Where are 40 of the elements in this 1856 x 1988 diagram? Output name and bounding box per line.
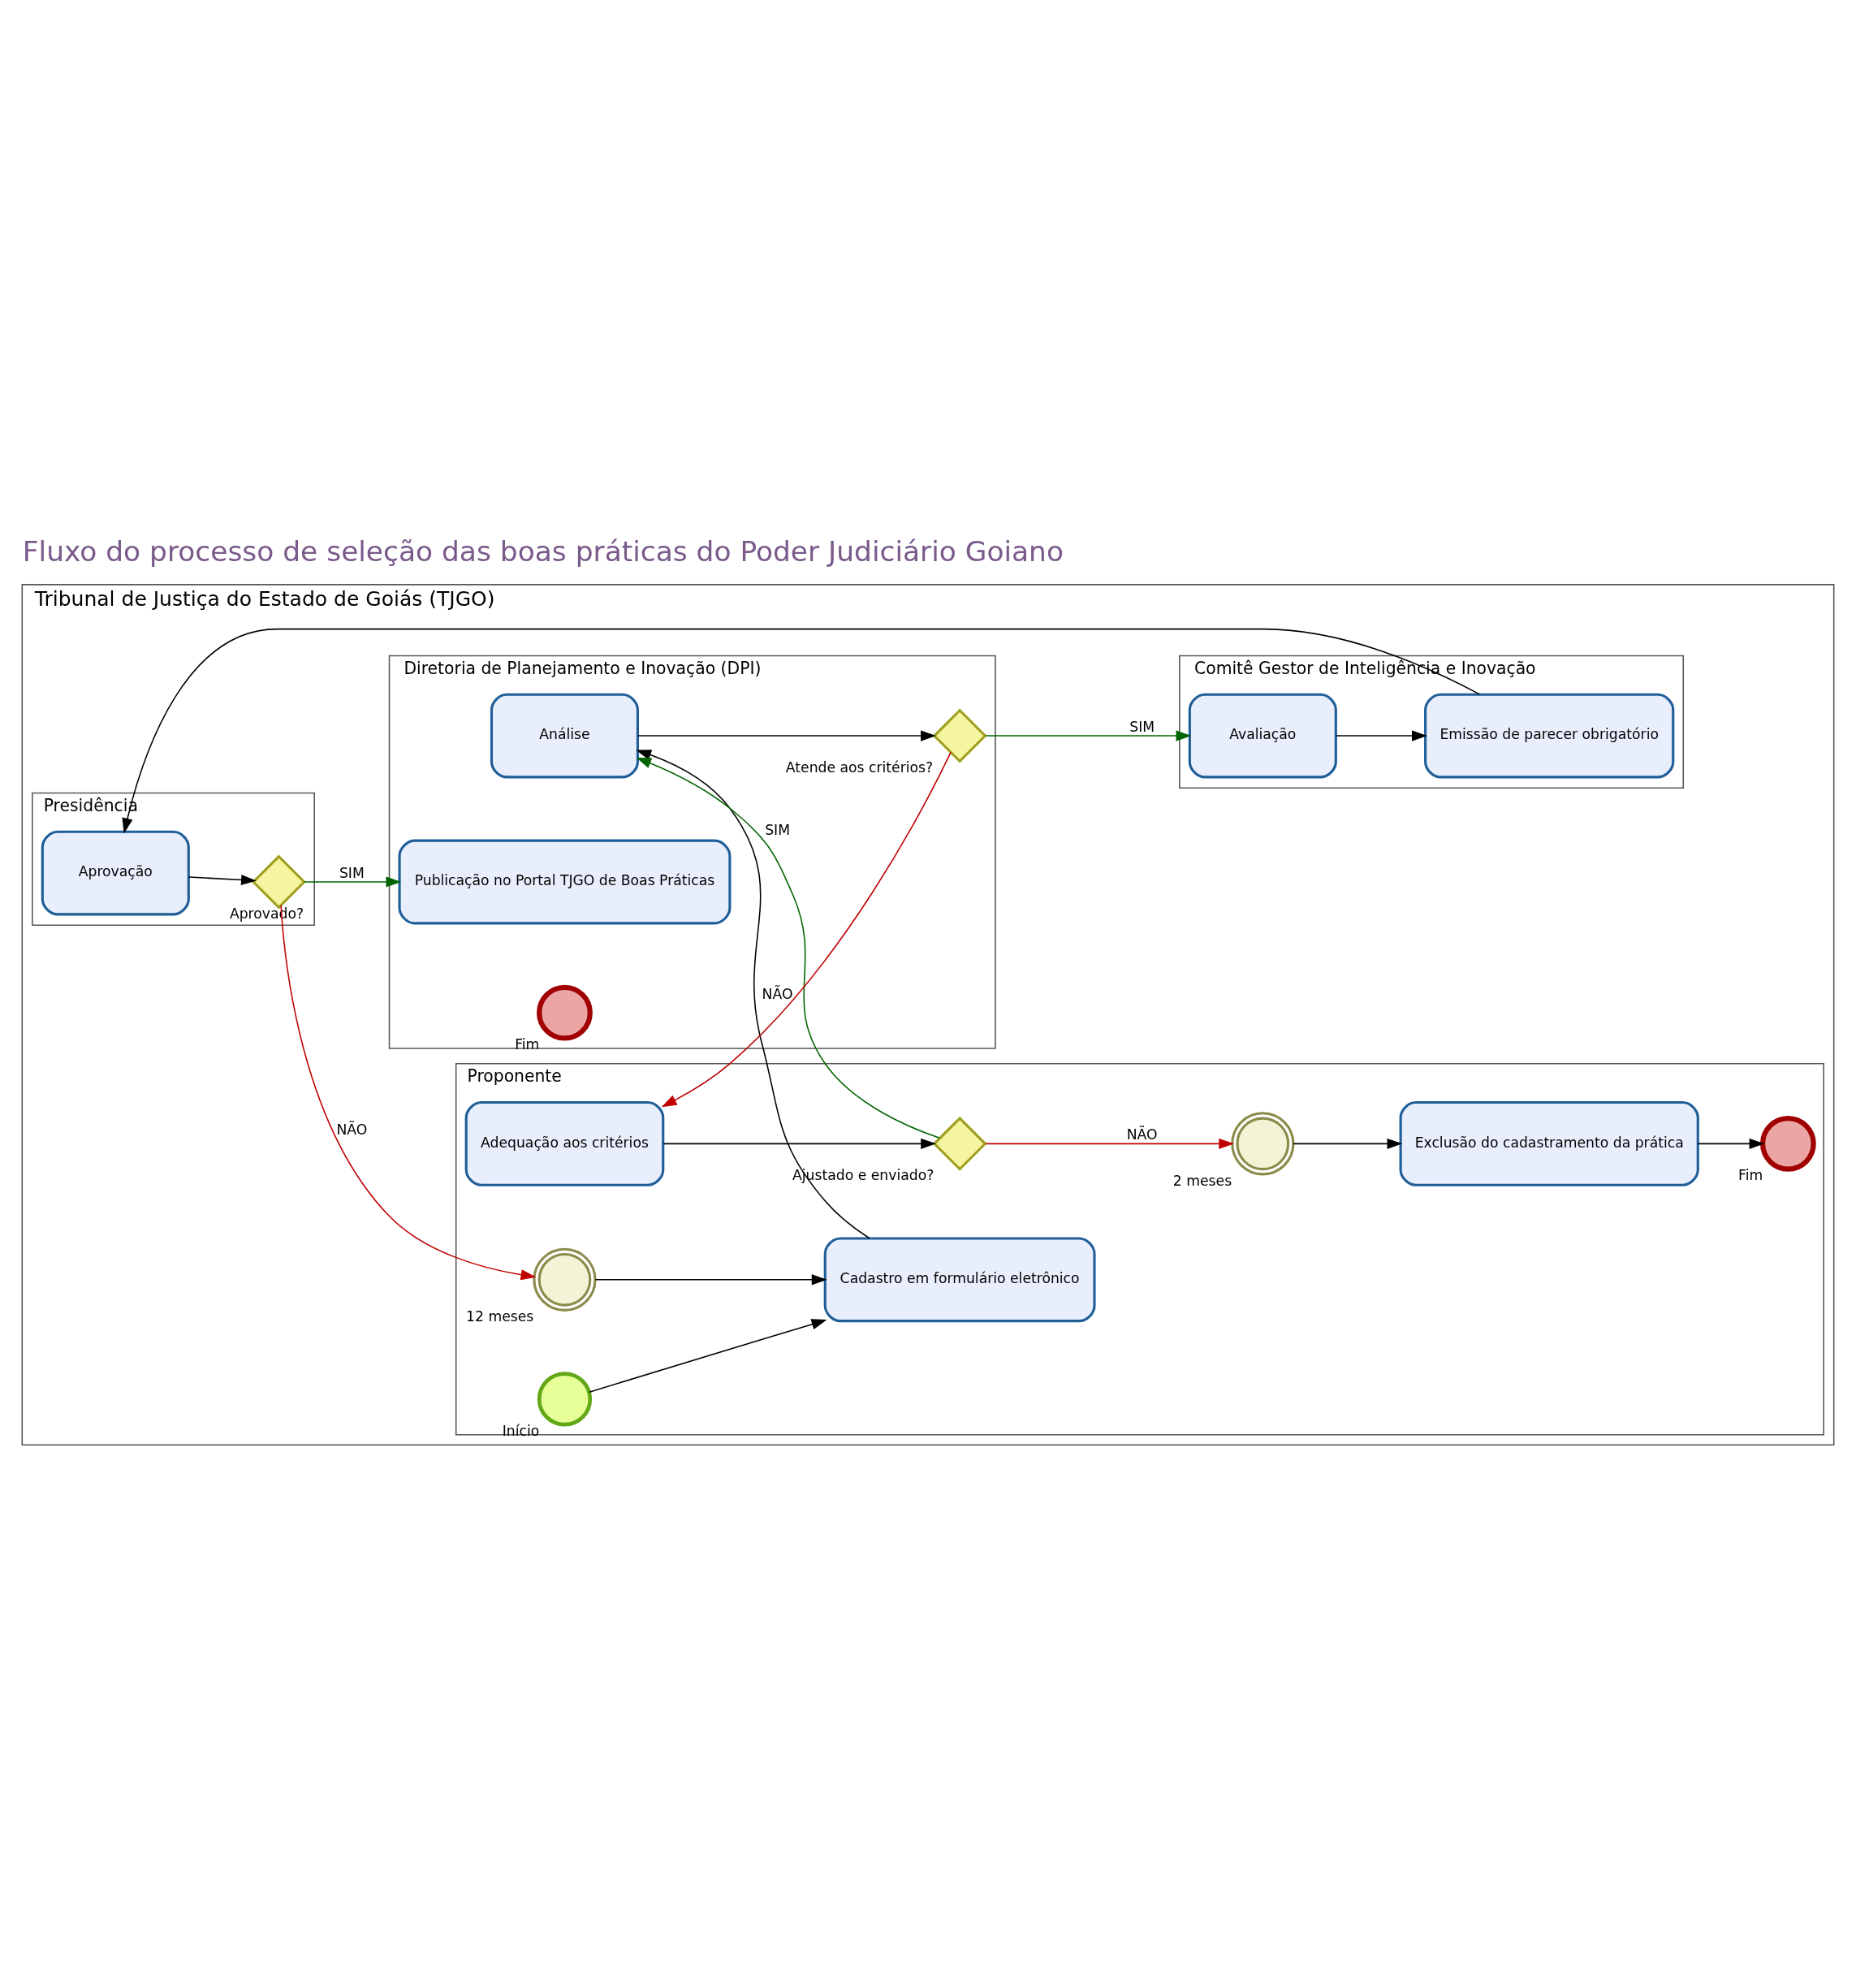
arrow bbox=[594, 1273, 827, 1285]
arrow bbox=[663, 1138, 936, 1149]
edge-label: SIM bbox=[339, 864, 365, 881]
node-diamond bbox=[932, 1116, 987, 1171]
node-label: Atende aos critérios? bbox=[785, 758, 934, 776]
edge-label: NÃO bbox=[1126, 1126, 1158, 1143]
arrow bbox=[589, 1318, 827, 1393]
arrow bbox=[303, 875, 402, 888]
arrow bbox=[985, 730, 1192, 741]
arrow bbox=[1335, 730, 1427, 741]
arrow bbox=[1293, 1138, 1403, 1149]
edge-label: SIM bbox=[1129, 718, 1155, 735]
node-box: Emissão de parecer obrigatório bbox=[1424, 693, 1675, 778]
node-box: Exclusão do cadastramento da prática bbox=[1399, 1100, 1699, 1186]
edge-label: SIM bbox=[765, 821, 790, 838]
arrow bbox=[122, 628, 1481, 833]
edge-label: NÃO bbox=[336, 1121, 368, 1138]
node-box: Adequação aos critérios bbox=[464, 1100, 665, 1186]
node-box: Análise bbox=[490, 693, 639, 778]
arrow bbox=[636, 749, 870, 1238]
node-box: Cadastro em formulário eletrônico bbox=[823, 1236, 1096, 1322]
node-circle bbox=[1231, 1111, 1295, 1175]
arrow bbox=[1697, 1138, 1765, 1149]
arrow bbox=[280, 904, 537, 1280]
diagram-title: Fluxo do processo de seleção das boas práticas do Poder Judiciário Goiano bbox=[22, 534, 1064, 568]
edge-label: NÃO bbox=[762, 985, 793, 1002]
arrow bbox=[636, 757, 940, 1139]
node-diamond bbox=[932, 708, 987, 763]
node-circle bbox=[537, 984, 593, 1041]
arrow bbox=[188, 874, 257, 885]
arrow bbox=[985, 1138, 1235, 1149]
node-label: 2 meses bbox=[1172, 1172, 1232, 1189]
arrow bbox=[637, 730, 936, 741]
node-circle bbox=[533, 1247, 597, 1312]
node-box: Avaliação bbox=[1188, 693, 1337, 778]
node-label: 12 meses bbox=[466, 1307, 534, 1325]
arrow bbox=[661, 751, 952, 1107]
node-box: Publicação no Portal TJGO de Boas Práticas bbox=[398, 839, 732, 924]
node-box: Aprovação bbox=[41, 830, 190, 915]
node-label: Fim bbox=[1738, 1166, 1763, 1183]
